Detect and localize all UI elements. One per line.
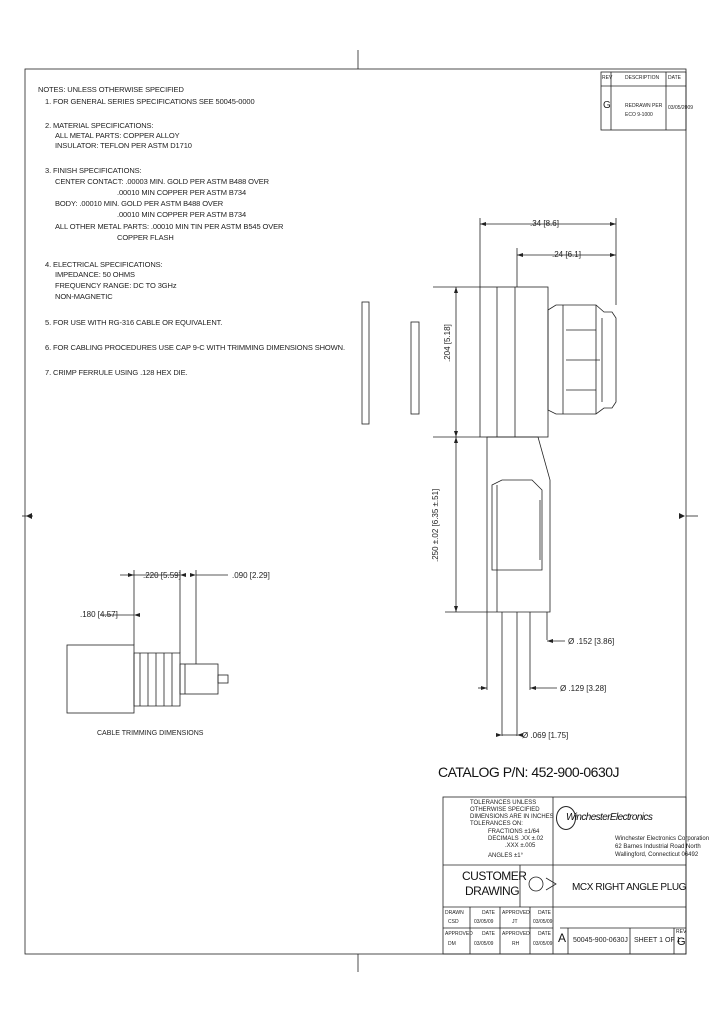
company-logo-icon [556, 806, 576, 830]
rev-label: REV [676, 929, 687, 935]
sheet-size: A [558, 931, 567, 945]
drawn-date-label: DATE [482, 910, 495, 916]
note-3-line: CENTER CONTACT: .00003 MIN. GOLD PER AST… [55, 177, 269, 186]
trim-dim-b: .090 [2.29] [232, 571, 270, 580]
note-3-line: BODY: .00010 MIN. GOLD PER ASTM B488 OVE… [55, 199, 224, 208]
tolerance-line: TOLERANCES UNLESS [470, 800, 537, 806]
tolerance-line: FRACTIONS ±1/64 [488, 829, 540, 835]
drawn-date: 03/05/09 [474, 919, 494, 925]
rev-letter: G [603, 100, 611, 111]
note-2: 2. MATERIAL SPECIFICATIONS: [45, 121, 154, 130]
tolerance-line: ANGLES ±1° [488, 853, 524, 859]
connector-body [479, 286, 549, 438]
approved-date-label: DATE [538, 910, 551, 916]
dim-inner-diameter: Ø .069 [1.75] [522, 731, 569, 740]
checked-approved-date-label: DATE [538, 931, 551, 937]
trim-dielectric [179, 663, 219, 695]
drawing-title: MCX RIGHT ANGLE PLUG [572, 882, 687, 893]
approved-date: 03/05/09 [533, 919, 553, 925]
washer-1 [361, 301, 370, 425]
tolerance-line: .XXX ±.005 [505, 843, 536, 849]
note-3-line: .00010 MIN COPPER PER ASTM B734 [117, 188, 247, 197]
sheet-number: SHEET 1 OF 1 [634, 937, 681, 944]
note-3: 3. FINISH SPECIFICATIONS: [45, 166, 142, 175]
dim-ferrule-length: .250 ±.02 [6.35 ±.51] [431, 488, 440, 562]
tolerance-line: DECIMALS .XX ±.02 [488, 836, 544, 842]
rev-date: 03/05/2009 [668, 105, 694, 111]
note-2-line: INSULATOR: TEFLON PER ASTM D1710 [55, 141, 192, 150]
company-address: 62 Barnes Industrial Road North [615, 844, 701, 850]
note-1: 1. FOR GENERAL SERIES SPECIFICATIONS SEE… [45, 97, 255, 106]
tolerance-line: OTHERWISE SPECIFIED [470, 807, 540, 813]
notes-heading: NOTES: UNLESS OTHERWISE SPECIFIED [38, 85, 184, 94]
rev-header-rev: REV [602, 75, 613, 81]
tolerance-line: DIMENSIONS ARE IN INCHES [470, 814, 554, 820]
washer-2 [410, 321, 420, 415]
rev-desc-2: ECO 9-1000 [625, 112, 653, 118]
revision-box [600, 71, 687, 131]
note-4-line: FREQUENCY RANGE: DC TO 3GHz [55, 281, 177, 290]
checked-by: DM [448, 941, 456, 947]
dim-plug-length: .24 [6.1] [552, 250, 581, 259]
note-3-line: ALL OTHER METAL PARTS: .00010 MIN TIN PE… [55, 222, 284, 231]
drawn-label: DRAWN [445, 910, 464, 916]
approved-by: JT [512, 919, 518, 925]
title-block-frame [442, 796, 687, 955]
approved-label: APPROVED [502, 910, 530, 916]
trim-dim-a: .220 [5.59] [143, 571, 181, 580]
drawing-frame [24, 68, 687, 955]
drawing-number: 50045-900-0630J [573, 937, 628, 944]
note-4: 4. ELECTRICAL SPECIFICATIONS: [45, 260, 163, 269]
note-4-line: IMPEDANCE: 50 OHMS [55, 270, 135, 279]
dim-jacket-diameter: Ø .129 [3.28] [560, 684, 607, 693]
checked-date: 03/05/09 [474, 941, 494, 947]
dim-ferrule-diameter: Ø .152 [3.86] [568, 637, 615, 646]
rev-desc-1: REDRAWN PER [625, 103, 663, 109]
drawing-label: DRAWING [465, 884, 520, 898]
trim-dim-c: .180 [4.57] [80, 610, 118, 619]
dim-overall-width: .34 [8.6] [530, 219, 559, 228]
note-5: 5. FOR USE WITH RG-316 CABLE OR EQUIVALE… [45, 318, 223, 327]
projection-symbol [528, 876, 544, 892]
dim-body-height: .204 [5.18] [443, 324, 452, 362]
checked-approver: RH [512, 941, 520, 947]
trim-conductor [217, 674, 229, 684]
note-2-line: ALL METAL PARTS: COPPER ALLOY [55, 131, 180, 140]
rev-value: G [677, 936, 686, 948]
ferrule-cavity [491, 479, 543, 571]
company-logo-text: WinchesterElectronics [566, 812, 653, 823]
rev-header-desc: DESCRIPTION [625, 75, 660, 81]
note-3-line: COPPER FLASH [117, 233, 174, 242]
drawn-by: CSD [448, 919, 459, 925]
note-7: 7. CRIMP FERRULE USING .128 HEX DIE. [45, 368, 188, 377]
company-address: Wallingford, Connecticut 06492 [615, 852, 699, 858]
tolerance-line: TOLERANCES ON: [470, 821, 523, 827]
note-4-line: NON-MAGNETIC [55, 292, 113, 301]
trim-braid [133, 652, 181, 707]
note-6: 6. FOR CABLING PROCEDURES USE CAP 9-C WI… [45, 343, 345, 352]
checked-date-label: DATE [482, 931, 495, 937]
note-3-line: .00010 MIN COPPER PER ASTM B734 [117, 210, 247, 219]
trim-jacket [66, 644, 135, 714]
company-address: Winchester Electronics Corporation [615, 836, 710, 842]
checked-approved-label: APPROVED [502, 931, 530, 937]
crimp-ferrule [486, 436, 551, 613]
checked-approved-date: 03/05/09 [533, 941, 553, 947]
plug-head [547, 304, 617, 415]
catalog-number: CATALOG P/N: 452-900-0630J [438, 764, 620, 780]
trim-caption: CABLE TRIMMING DIMENSIONS [97, 730, 204, 737]
customer-label: CUSTOMER [462, 869, 527, 883]
checked-label: APPROVED [445, 931, 473, 937]
rev-header-date: DATE [668, 75, 681, 81]
